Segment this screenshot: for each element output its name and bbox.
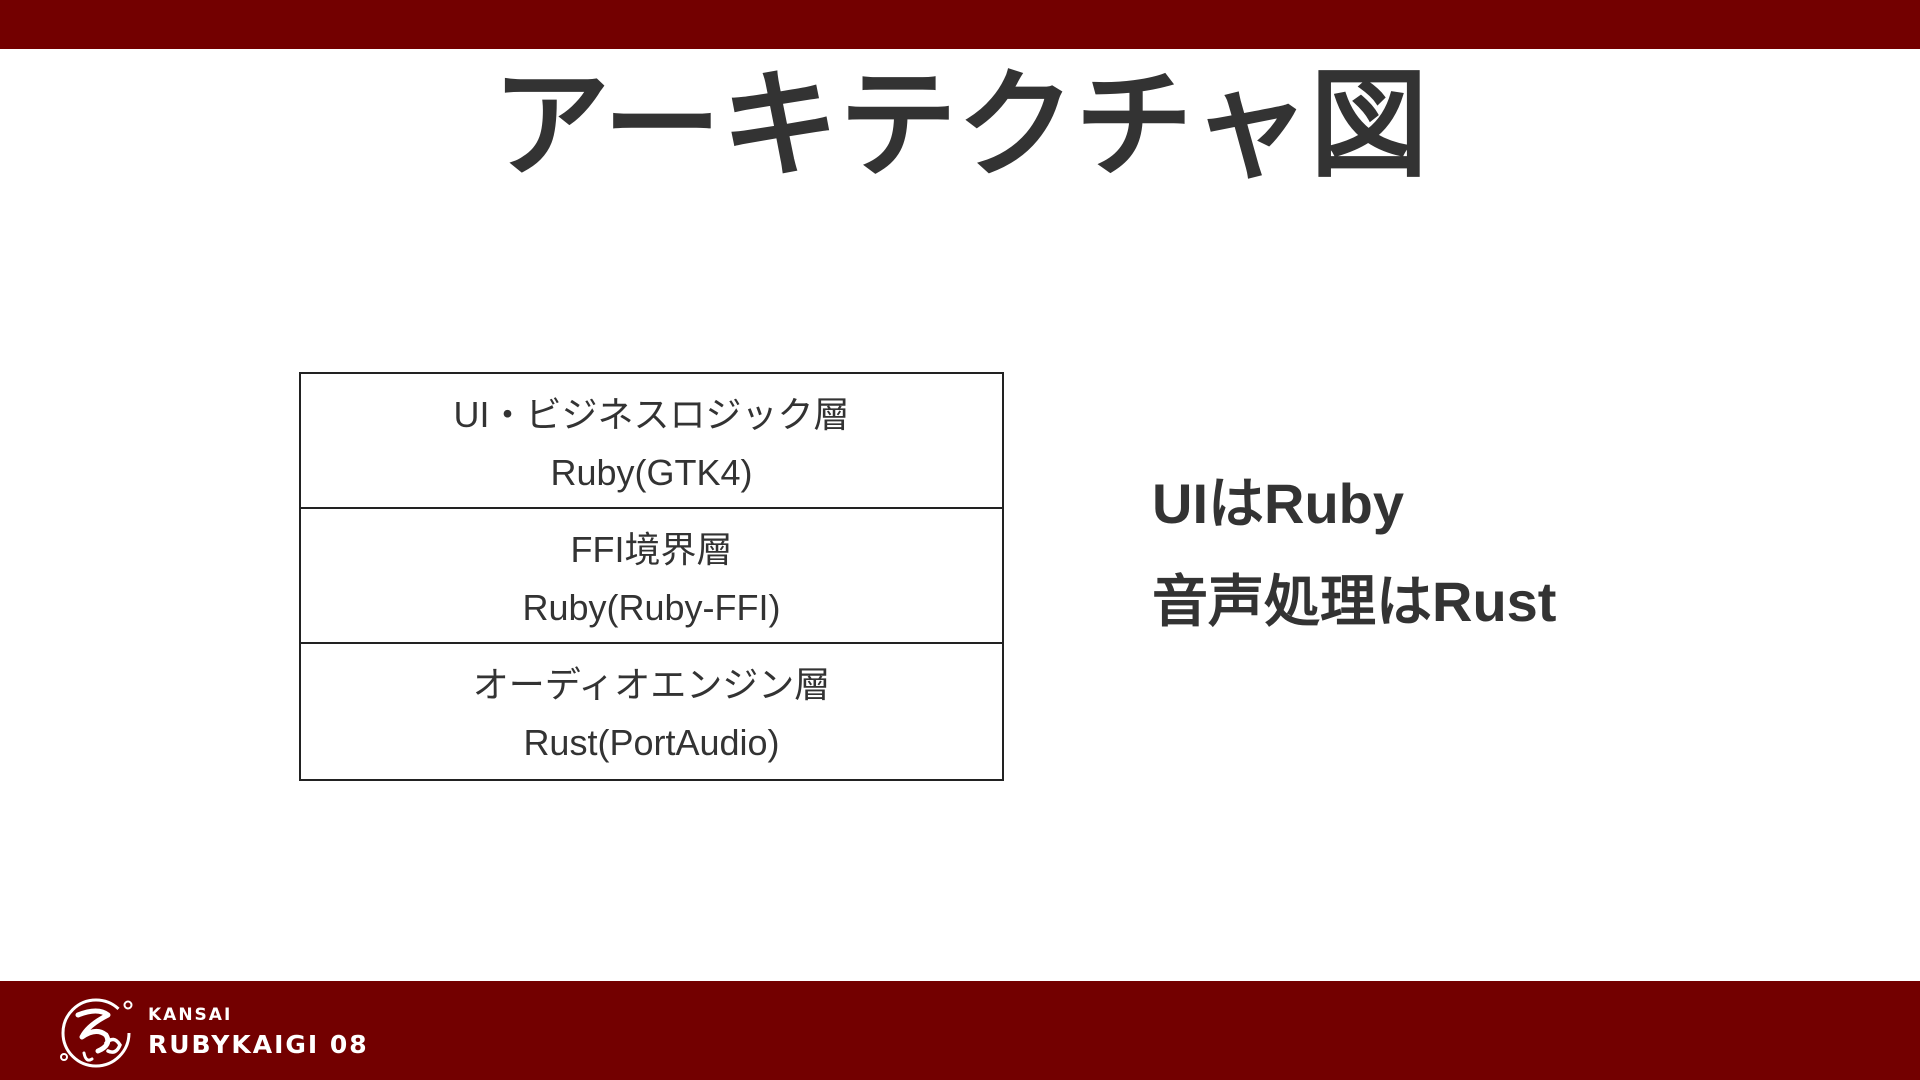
layer-name: UI・ビジネスロジック層 [453, 394, 850, 435]
layer-name: FFI境界層 [570, 529, 733, 570]
footer-logo-sub: KANSAI [148, 1005, 233, 1025]
rubykaigi-logo-icon [60, 998, 133, 1068]
architecture-diagram: UI・ビジネスロジック層 Ruby(GTK4) FFI境界層 Ruby(Ruby… [299, 372, 1004, 781]
summary-line-ui: UIはRuby [1152, 472, 1404, 535]
footer-logo-main: RUBYKAIGI 08 [148, 1030, 369, 1059]
layer-ffi-boundary: FFI境界層 Ruby(Ruby-FFI) [301, 509, 1002, 644]
top-brand-bar [0, 0, 1920, 49]
layer-audio-engine: オーディオエンジン層 Rust(PortAudio) [301, 644, 1002, 779]
layer-tech: Ruby(Ruby-FFI) [522, 587, 781, 628]
summary-text: UIはRuby 音声処理はRust [1152, 455, 1556, 651]
footer-bar: KANSAI RUBYKAIGI 08 [0, 981, 1920, 1080]
layer-tech: Rust(PortAudio) [523, 722, 780, 763]
slide-title: アーキテクチャ図 [492, 56, 1428, 194]
layer-ui-business-logic: UI・ビジネスロジック層 Ruby(GTK4) [301, 374, 1002, 509]
layer-tech: Ruby(GTK4) [550, 452, 753, 493]
summary-line-audio: 音声処理はRust [1152, 570, 1557, 633]
layer-name: オーディオエンジン層 [472, 664, 831, 705]
